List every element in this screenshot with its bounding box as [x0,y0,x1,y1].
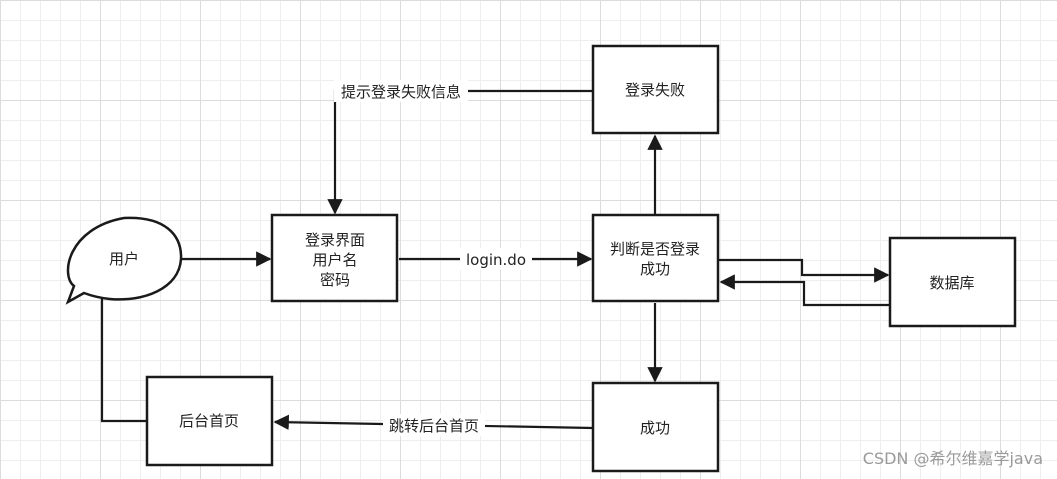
node-admin-home: 后台首页 [145,375,274,467]
edge-label-show-fail-text: 提示登录失败信息 [341,83,461,101]
node-database-label: 数据库 [929,274,974,292]
node-success-label: 成功 [640,419,670,437]
node-login-page-line-3: 密码 [320,271,350,289]
edge-database-to-check [719,274,890,307]
node-fail-label: 登录失败 [625,81,685,99]
edge-fail-to-login [327,89,593,215]
edge-label-jump-home: 跳转后台首页 [383,414,485,436]
node-login-page: 登录界面 用户名 密码 [270,213,399,303]
node-fail: 登录失败 [591,44,720,135]
node-database: 数据库 [888,236,1017,328]
edge-label-show-fail: 提示登录失败信息 [334,80,468,102]
edge-home-to-user [89,284,146,423]
node-user-label: 用户 [109,250,139,268]
watermark: CSDN @希尔维嘉学java [862,449,1043,468]
edge-label-login-do: login.do [460,248,532,270]
node-check-line-1: 判断是否登录 [610,240,700,258]
node-admin-home-label: 后台首页 [179,412,239,430]
node-success: 成功 [591,381,720,473]
edge-label-jump-home-text: 跳转后台首页 [389,417,479,435]
node-check-line-2: 成功 [640,260,670,278]
edge-label-login-do-text: login.do [466,251,526,269]
node-login-page-line-1: 登录界面 [305,231,365,249]
node-user: 用户 [65,216,183,305]
node-login-page-line-2: 用户名 [312,251,357,269]
edge-check-to-database [719,258,890,283]
node-check: 判断是否登录 成功 [591,213,720,303]
